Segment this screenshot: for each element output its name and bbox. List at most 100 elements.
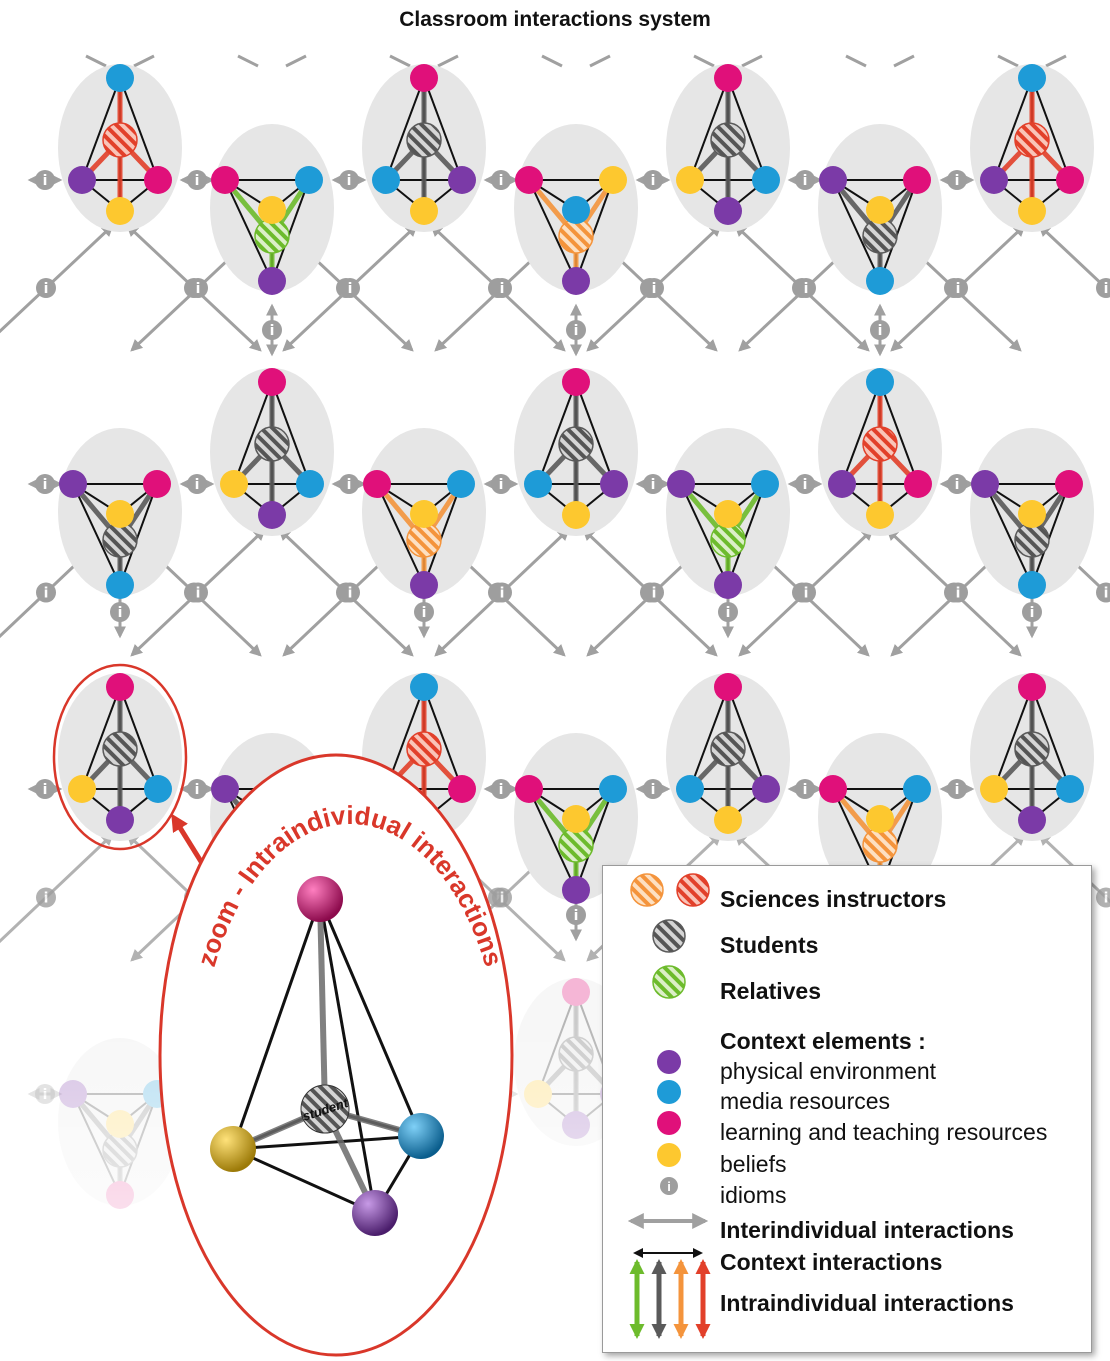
- learning-node: [714, 64, 742, 92]
- idiom-glyph: i: [652, 281, 657, 297]
- individual-orange: [558, 218, 594, 254]
- idiom-glyph: i: [422, 605, 427, 621]
- individual-gray: [254, 426, 290, 462]
- idiom-glyph: i: [196, 281, 201, 297]
- legend-label-idioms: idioms: [720, 1182, 787, 1208]
- idiom-badge: i: [188, 278, 208, 298]
- idiom-badge: i: [644, 278, 664, 298]
- physical-node: [600, 470, 628, 498]
- media-node: [1056, 775, 1084, 803]
- idiom-glyph: i: [499, 477, 504, 493]
- individual-unit-gray: [362, 64, 486, 232]
- idiom-badge: i: [643, 170, 663, 190]
- individual-unit-gray: [52, 663, 188, 851]
- idiom-glyph: i: [195, 173, 200, 189]
- beliefs-node: [866, 501, 894, 529]
- idiom-badge: i: [262, 320, 282, 340]
- idiom-glyph: i: [43, 782, 48, 798]
- idiom-badge: i: [1096, 278, 1110, 298]
- context-interaction-edge: [81, 77, 121, 181]
- idiom-glyph: i: [803, 173, 808, 189]
- idiom-badge: i: [795, 779, 815, 799]
- individual-green: [254, 218, 290, 254]
- context-interaction-edge: [528, 179, 577, 282]
- idioms-legend-icon: i: [660, 1177, 678, 1195]
- individual-gray: [102, 522, 138, 558]
- idiom-glyph: i: [803, 782, 808, 798]
- highlight-ellipse: [52, 663, 188, 851]
- individual-unit-gray: [210, 368, 334, 536]
- individual-red: [406, 731, 442, 767]
- physical-node: [752, 775, 780, 803]
- diagram-title: Classroom interactions system: [399, 8, 711, 31]
- idiom-badge: i: [947, 170, 967, 190]
- media-node: [599, 775, 627, 803]
- context-interaction-edge: [1031, 686, 1071, 790]
- students-legend-icon: [652, 919, 686, 953]
- idiom-badge: i: [1022, 602, 1042, 622]
- idiom-glyph: i: [43, 477, 48, 493]
- learning-node: [211, 166, 239, 194]
- context-interaction-edge: [423, 686, 463, 790]
- beliefs-node: [562, 805, 590, 833]
- context-interaction-edge: [841, 381, 881, 485]
- idiom-badge: i: [870, 320, 890, 340]
- media-node: [676, 775, 704, 803]
- idiom-glyph: i: [118, 605, 123, 621]
- context-interaction-edge: [984, 483, 1033, 586]
- idiom-badge: i: [188, 582, 208, 603]
- individual-unit-gray: [514, 368, 638, 536]
- context-interaction-edge: [119, 77, 159, 181]
- context-interaction-edge: [993, 686, 1033, 790]
- context-interaction-edge: [727, 483, 766, 586]
- beliefs-node: [106, 500, 134, 528]
- learning-node: [106, 673, 134, 701]
- idiom-badge: i: [948, 278, 968, 298]
- legend-label-beliefs: beliefs: [720, 1151, 787, 1177]
- idiom-badge: i: [796, 278, 816, 298]
- physical-node: [980, 166, 1008, 194]
- media-node: [752, 166, 780, 194]
- media-node: [372, 166, 400, 194]
- beliefs-node: [1018, 500, 1046, 528]
- physical-node: [714, 197, 742, 225]
- learning-node: [819, 775, 847, 803]
- individual-orange: [862, 827, 898, 863]
- media-node: [524, 470, 552, 498]
- idiom-glyph: i: [804, 281, 809, 297]
- physical-node: [68, 166, 96, 194]
- physical-node: [410, 571, 438, 599]
- zoom-beliefs-sphere: [210, 1126, 256, 1172]
- idiom-badge: i: [187, 474, 207, 494]
- context-interaction-edge: [423, 77, 463, 181]
- media-node: [295, 166, 323, 194]
- legend-label-context_int: Context interactions: [720, 1249, 943, 1275]
- beliefs-node: [980, 775, 1008, 803]
- beliefs-node: [410, 197, 438, 225]
- individual-unit-gray: [58, 428, 182, 599]
- idiom-badge: i: [340, 278, 360, 298]
- individual-gray: [1014, 731, 1050, 767]
- context-interaction-edge: [832, 179, 881, 282]
- idiom-badge: i: [1096, 887, 1110, 908]
- individual-unit-green: [210, 124, 334, 295]
- beliefs-node: [258, 196, 286, 224]
- context-interaction-edge: [727, 686, 767, 790]
- idiom-badge: i: [796, 582, 816, 603]
- beliefs-node: [562, 501, 590, 529]
- media-node: [866, 267, 894, 295]
- idiom-badge: i: [340, 582, 360, 603]
- instructors-legend-icon: [630, 873, 710, 907]
- learning-node: [410, 64, 438, 92]
- idiom-glyph: i: [651, 477, 656, 493]
- individual-unit-gray: [818, 124, 942, 295]
- media-node: [903, 775, 931, 803]
- media-node: [866, 368, 894, 396]
- idiom-glyph: i: [878, 323, 883, 339]
- context-interaction-edge: [423, 483, 462, 586]
- beliefs-node: [866, 196, 894, 224]
- individual-green: [558, 827, 594, 863]
- physical-legend-icon: [657, 1050, 681, 1074]
- individual-gray: [1014, 522, 1050, 558]
- zoom-student-sphere: [300, 1084, 350, 1134]
